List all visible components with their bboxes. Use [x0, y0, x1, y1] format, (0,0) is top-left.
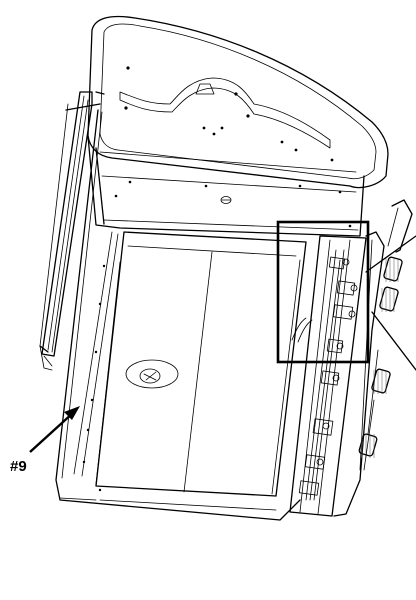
screw-hole-icon — [90, 398, 94, 402]
screw-hole-icon — [234, 92, 238, 96]
screw-hole-icon — [124, 106, 128, 110]
screw-hole-icon — [338, 190, 342, 194]
interior-tank — [59, 231, 307, 511]
control-knob-icon — [379, 286, 399, 312]
screw-hole-icon — [128, 180, 132, 184]
callout-label-9: #9 — [10, 458, 27, 475]
screw-hole-icon — [202, 126, 206, 130]
screw-hole-icon — [98, 488, 102, 492]
screw-hole-icon — [86, 428, 90, 432]
control-knob-icon — [383, 256, 403, 282]
callout-arrow-icon — [29, 406, 80, 453]
screw-hole-icon — [82, 460, 86, 464]
leader-lines — [29, 235, 416, 453]
screw-hole-icon — [280, 140, 284, 144]
leader-line-upper — [365, 235, 416, 273]
screw-hole-icon — [212, 132, 216, 136]
screw-hole-icon — [246, 114, 250, 118]
screw-hole-icon — [98, 302, 102, 306]
screw-hole-icon — [330, 158, 334, 162]
screw-hole-icon — [348, 224, 352, 228]
screw-hole-icon — [114, 194, 118, 198]
screw-hole-icon — [204, 184, 208, 188]
screw-hole-icon — [94, 350, 98, 354]
leader-line-lower — [371, 311, 416, 371]
cabinet-body — [87, 135, 365, 237]
screw-hole-icon — [220, 126, 224, 130]
screw-hole-icon — [294, 148, 298, 152]
screw-hole-icon — [298, 184, 302, 188]
drain-opening — [125, 359, 179, 389]
screw-hole-icon — [126, 66, 130, 70]
right-side-mechanism — [289, 199, 413, 517]
left-side-frame — [39, 91, 301, 521]
screw-hole-icon — [102, 264, 106, 268]
top-cover — [87, 15, 389, 189]
detail-callout-box — [276, 220, 370, 364]
control-knob-icon — [358, 433, 378, 458]
